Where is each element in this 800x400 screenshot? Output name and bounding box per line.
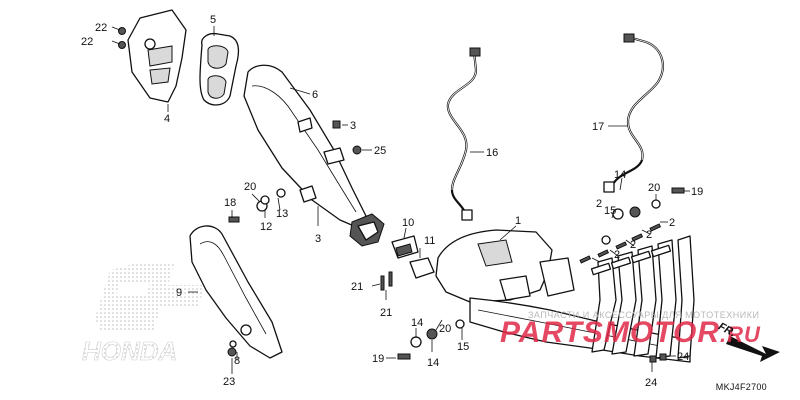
callout-5: 5 [210,14,216,26]
callout-21: 21 [351,281,363,293]
callout-22: 22 [81,36,93,48]
callout-23: 23 [223,376,235,388]
callout-8: 8 [234,355,240,367]
watermark-tagline: ЗАПЧАСТИ И АКСЕССУАРЫ ДЛЯ МОТОТЕХНИКИ [528,310,760,320]
front-direction-arrow [726,336,780,362]
watermark-site: PARTSMOTOR [500,316,721,349]
callout-17: 17 [592,121,604,133]
leader-lines [111,26,690,374]
part-16-o2-sensor [446,47,481,221]
callout-18: 18 [224,197,236,209]
callout-3: 3 [350,120,356,132]
fasteners-left [118,27,362,357]
callout-14: 14 [411,317,423,329]
part-4-muffler-end-cap [127,9,187,103]
part-21-bolts [380,271,393,291]
callout-20: 20 [439,323,451,335]
callout-14: 14 [614,169,626,181]
callout-24: 24 [645,377,657,389]
callout-1: 1 [515,215,521,227]
part-10-bracket [391,235,419,259]
callout-2: 2 [630,239,636,251]
callout-15: 15 [457,341,469,353]
watermark-domain: .RU [720,322,761,347]
callout-19: 19 [372,353,384,365]
diagram-code: MKJ4F2700 [715,382,767,392]
callout-4: 4 [164,113,170,125]
callout-20: 20 [648,182,660,194]
callout-13: 13 [276,208,288,220]
callout-2: 2 [596,198,602,210]
callout-24: 24 [677,351,689,363]
honda-wordmark: HONDA [82,336,177,366]
callout-9: 9 [176,287,182,299]
callout-12: 12 [260,221,272,233]
watermark-logo: PARTSMOTOR.RU [500,316,761,350]
part-6-muffler [243,64,385,247]
callout-14: 14 [427,357,439,369]
callout-11: 11 [424,235,435,247]
callout-2: 2 [614,249,620,261]
callout-2: 2 [646,229,652,241]
callout-3: 3 [315,233,321,245]
callout-15: 15 [604,205,616,217]
callout-labels: 22 22 4 5 6 3 25 3 18 20 12 13 9 8 23 10… [81,14,703,389]
callout-10: 10 [402,217,414,229]
callout-2: 2 [669,217,675,229]
callout-25: 25 [374,145,386,157]
header-pipes [590,235,695,359]
callout-21: 21 [380,307,392,319]
callout-20: 20 [244,181,256,193]
part-17-o2-sensor [603,33,664,193]
callout-22: 22 [95,22,107,34]
honda-wing-watermark: HONDA [82,262,205,366]
callout-6: 6 [312,89,318,101]
part-5-gasket [199,32,240,106]
part-11-rubber [409,257,435,279]
callout-19: 19 [691,186,703,198]
callout-16: 16 [486,147,498,159]
part-9-heat-guard [189,225,283,359]
